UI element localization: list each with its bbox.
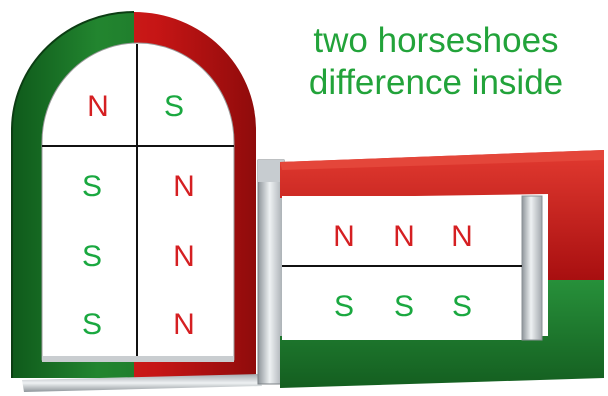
pole-label-north: N xyxy=(384,222,424,252)
pole-label-north: N xyxy=(442,222,482,252)
pole-label-south: S xyxy=(384,292,424,322)
pole-label-south: S xyxy=(154,92,194,122)
pole-label-south: S xyxy=(442,292,482,322)
caption-line-1: two horseshoes xyxy=(286,20,586,61)
horizontal-horseshoe-magnet xyxy=(280,150,604,388)
vertical-horseshoe-magnet xyxy=(12,12,262,392)
pole-label-south: S xyxy=(72,310,112,340)
pole-label-north: N xyxy=(164,172,204,202)
caption-line-2: difference inside xyxy=(286,62,586,103)
pole-label-north: N xyxy=(164,310,204,340)
pole-label-south: S xyxy=(72,242,112,272)
pole-label-south: S xyxy=(324,292,364,322)
pole-label-north: N xyxy=(78,92,118,122)
pole-label-north: N xyxy=(324,222,364,252)
pole-label-north: N xyxy=(164,242,204,272)
pole-label-south: S xyxy=(72,172,112,202)
